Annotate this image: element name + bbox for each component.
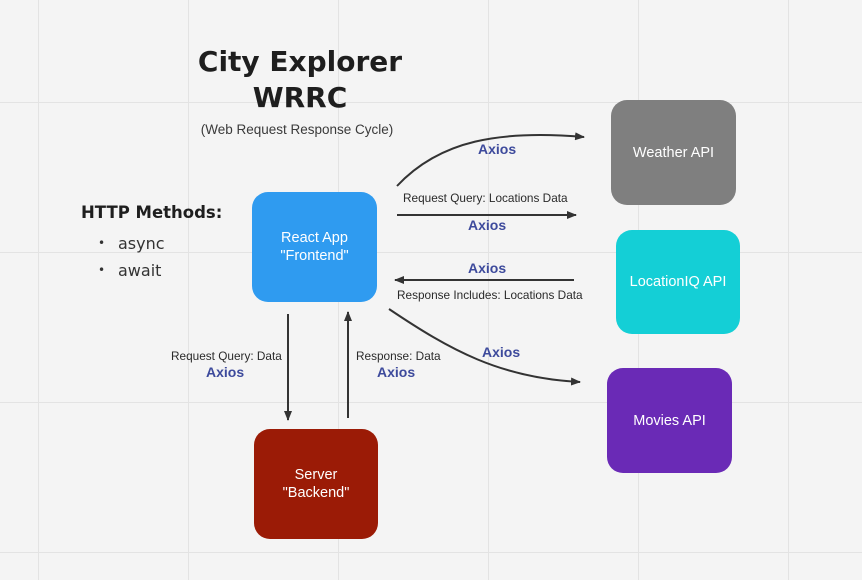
- locationiq-api-label: LocationIQ API: [629, 274, 727, 290]
- react-app-node[interactable]: React App "Frontend": [252, 192, 377, 302]
- http-methods-title: HTTP Methods:: [81, 203, 223, 222]
- edge-server-request-label: Request Query: Data: [171, 349, 282, 363]
- edge-movies-axios-label: Axios: [482, 344, 521, 360]
- edge-react-to-weather: [396, 132, 585, 187]
- diagram-title: City Explorer WRRC: [150, 44, 450, 116]
- edge-locationiq-request-label: Request Query: Locations Data: [403, 191, 568, 205]
- weather-api-node[interactable]: Weather API: [611, 100, 736, 205]
- server-node[interactable]: Server "Backend": [254, 429, 378, 539]
- edge-react-to-movies: [388, 308, 581, 386]
- edge-locationiq-request-axios-label: Axios: [468, 217, 507, 233]
- edge-locationiq-response-axios-label: Axios: [468, 260, 507, 276]
- movies-api-node[interactable]: Movies API: [607, 368, 732, 473]
- edge-weather-axios-label: Axios: [478, 141, 517, 157]
- react-app-label: React App "Frontend": [280, 230, 349, 264]
- edge-locationiq-response-label: Response Includes: Locations Data: [397, 288, 583, 302]
- edge-server-request-axios-label: Axios: [206, 364, 245, 380]
- diagram-subtitle: (Web Request Response Cycle): [200, 122, 394, 137]
- edge-server-response-axios-label: Axios: [377, 364, 416, 380]
- title-line-2: WRRC: [252, 81, 348, 114]
- movies-api-label: Movies API: [633, 412, 706, 429]
- title-line-1: City Explorer: [197, 45, 403, 78]
- server-label: Server "Backend": [282, 467, 350, 501]
- http-method-item: await: [98, 257, 165, 284]
- weather-api-label: Weather API: [632, 144, 715, 161]
- http-methods-list: async await: [98, 230, 165, 284]
- edge-server-response-label: Response: Data: [356, 349, 441, 363]
- http-method-item: async: [98, 230, 165, 257]
- locationiq-api-node[interactable]: LocationIQ API: [616, 230, 740, 334]
